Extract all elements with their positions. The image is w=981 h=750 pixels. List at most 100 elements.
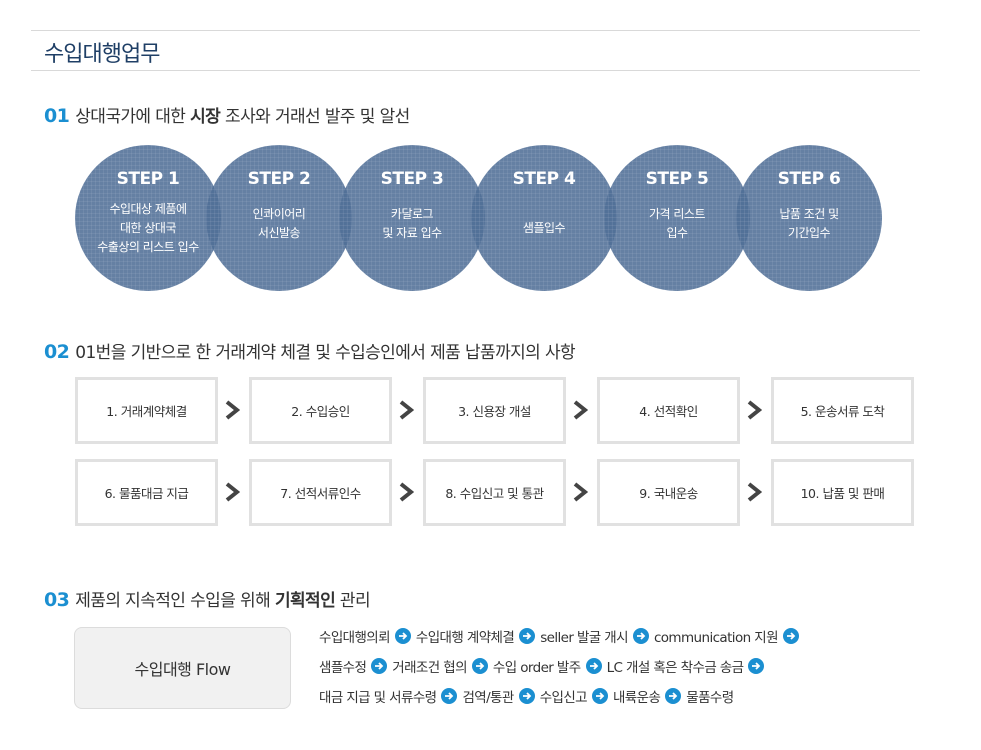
flow-item: 수입대행 계약체결	[415, 630, 515, 646]
flow-item: 수입신고	[539, 690, 588, 706]
chevron-right-icon	[398, 482, 415, 502]
chevron-right-icon	[572, 400, 589, 420]
section-number: 01	[44, 105, 70, 127]
step-description-line: 카달로그	[390, 207, 434, 221]
circle-arrow-right-icon	[665, 688, 682, 704]
section-text: 01번을 기반으로 한 거래계약 체결 및 수입승인에서 제품 납품까지의 사항	[75, 343, 576, 363]
flow-label-box: 수입대행 Flow	[74, 627, 291, 709]
process-step-box: 4. 선적확인	[597, 377, 740, 444]
chevron-right-icon	[224, 400, 241, 420]
process-step-box: 1. 거래계약체결	[75, 377, 218, 444]
step-description-line: 기간입수	[787, 226, 831, 240]
process-step-box: 3. 신용장 개설	[423, 377, 566, 444]
circle-arrow-right-icon	[471, 658, 488, 674]
flow-line: 샘플수정 거래조건 협의 수입 order 발주 LC 개설 혹은 착수금 송금	[319, 656, 769, 676]
process-step-label: 2. 수입승인	[291, 404, 350, 419]
circle-arrow-right-icon	[782, 628, 799, 644]
circle-arrow-right-icon	[591, 688, 608, 704]
step-description: 샘플입수	[477, 219, 611, 238]
step-description-line: 및 자료 입수	[382, 226, 442, 240]
circle-arrow-right-icon	[394, 628, 411, 644]
step-description-line: 대한 상대국	[119, 221, 177, 235]
process-step-box: 6. 물품대금 지급	[75, 459, 218, 526]
section-text: 상대국가에 대한 시장 조사와 거래선 발주 및 알선	[75, 107, 410, 127]
section-text-post: 관리	[335, 591, 371, 611]
flow-item: 거래조건 협의	[392, 660, 467, 676]
step-title: STEP 4	[512, 169, 576, 189]
process-step-box: 9. 국내운송	[597, 459, 740, 526]
step-title: STEP 6	[777, 169, 841, 189]
flow-item: seller 발굴 개시	[540, 630, 628, 646]
process-step-label: 4. 선적확인	[639, 404, 698, 419]
step-description-line: 서신발송	[257, 226, 301, 240]
flow-line: 수입대행의뢰 수입대행 계약체결 seller 발굴 개시 communication…	[319, 626, 804, 646]
flow-item: 검역/통관	[462, 690, 514, 706]
circle-arrow-right-icon	[518, 688, 535, 704]
chevron-right-icon	[572, 482, 589, 502]
process-step-box: 7. 선적서류인수	[249, 459, 392, 526]
process-step-box: 2. 수입승인	[249, 377, 392, 444]
circle-arrow-right-icon	[585, 658, 602, 674]
chevron-right-icon	[224, 482, 241, 502]
step-circle-4: STEP 4 샘플입수	[471, 145, 617, 291]
section-text-bold: 시장	[190, 107, 221, 127]
circle-arrow-right-icon	[748, 658, 765, 674]
step-description-line: 인콰이어리	[252, 207, 306, 221]
section-text-post: 조사와 거래선 발주 및 알선	[220, 107, 410, 127]
page-title: 수입대행업무	[44, 42, 160, 67]
step-description-line: 가격 리스트	[648, 207, 706, 221]
process-step-label: 10. 납품 및 판매	[800, 486, 885, 501]
step-description-line: 수출상의 리스트 입수	[97, 240, 199, 254]
process-step-label: 1. 거래계약체결	[106, 404, 187, 419]
section-text: 제품의 지속적인 수입을 위해 기획적인 관리	[75, 591, 370, 611]
step-description-line: 샘플입수	[522, 221, 566, 235]
section-text-pre: 상대국가에 대한	[75, 107, 191, 127]
process-step-label: 9. 국내운송	[639, 486, 698, 501]
process-step-box: 10. 납품 및 판매	[771, 459, 914, 526]
flow-item: LC 개설 혹은 착수금 송금	[606, 660, 745, 676]
flow-item: 샘플수정	[319, 660, 367, 676]
step-title: STEP 1	[116, 169, 180, 189]
process-step-box: 8. 수입신고 및 통관	[423, 459, 566, 526]
section-number: 03	[44, 589, 70, 611]
process-step-label: 3. 신용장 개설	[458, 404, 531, 419]
section-text-pre: 제품의 지속적인 수입을 위해	[75, 591, 275, 611]
process-step-label: 8. 수입신고 및 통관	[445, 486, 544, 501]
section-number: 02	[44, 341, 70, 363]
flow-item: 수입대행의뢰	[319, 630, 391, 646]
circle-arrow-right-icon	[371, 658, 388, 674]
step-title: STEP 5	[645, 169, 709, 189]
chevron-right-icon	[746, 482, 763, 502]
process-step-box: 5. 운송서류 도착	[771, 377, 914, 444]
process-step-label: 5. 운송서류 도착	[800, 404, 885, 419]
section-text-bold: 기획적인	[274, 591, 336, 611]
chevron-right-icon	[398, 400, 415, 420]
circle-arrow-right-icon	[632, 628, 649, 644]
step-title: STEP 2	[247, 169, 311, 189]
process-step-label: 6. 물품대금 지급	[104, 486, 189, 501]
chevron-right-icon	[746, 400, 763, 420]
step-description-line: 수입대상 제품에	[109, 202, 187, 216]
circle-arrow-right-icon	[441, 688, 458, 704]
flow-item: 수입 order 발주	[492, 660, 581, 676]
process-step-label: 7. 선적서류인수	[280, 486, 361, 501]
step-description-line: 납품 조건 및	[779, 207, 839, 221]
flow-label: 수입대행 Flow	[134, 660, 232, 679]
flow-item: communication 지원	[653, 630, 779, 646]
flow-item: 물품수령	[686, 690, 734, 706]
